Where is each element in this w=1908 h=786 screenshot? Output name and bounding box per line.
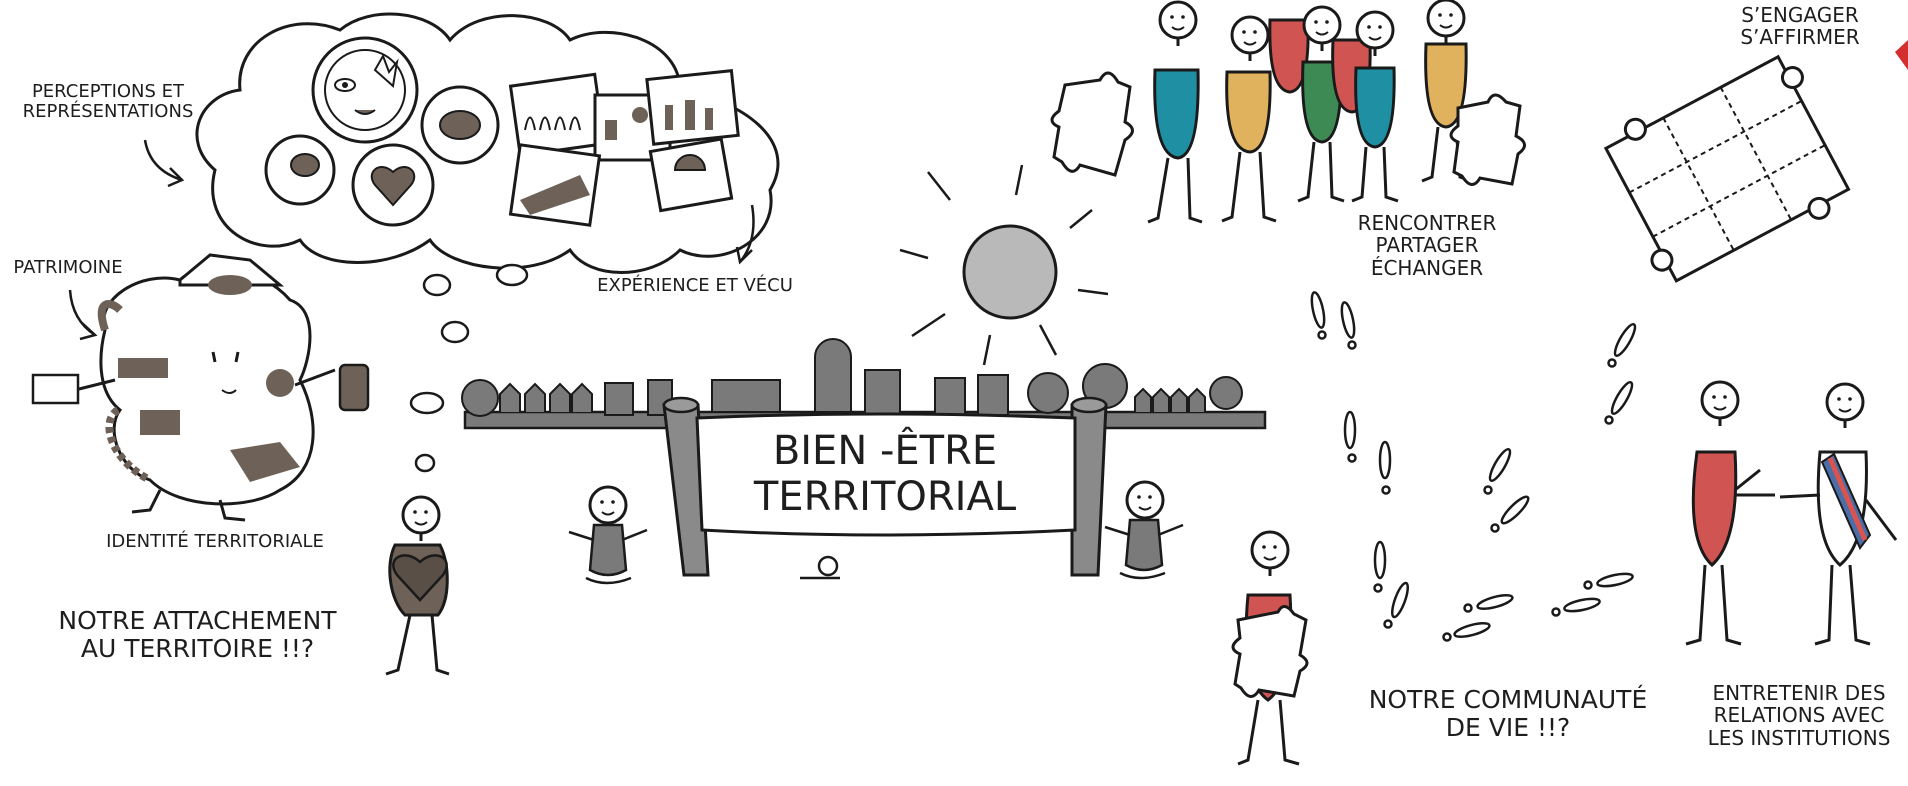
- photo-crowd-icon: [508, 72, 607, 158]
- person-teal-2: [1351, 10, 1399, 203]
- puzzle-piece-right-icon: [1449, 93, 1526, 186]
- label-perceptions: PERCEPTIONS ET REPRÉSENTATIONS: [22, 81, 194, 123]
- photo-fields-icon: [508, 143, 602, 227]
- thought-cloud: [195, 12, 780, 274]
- group-of-people: [1050, 0, 1526, 224]
- sitting-person-left: [568, 485, 648, 585]
- banner-pole-right: [1070, 396, 1108, 577]
- person-ochre-1: [1221, 15, 1277, 223]
- territory-blob-character: [31, 253, 370, 522]
- gear-brain-icon: [420, 85, 500, 165]
- gear-stone-icon: [264, 134, 336, 206]
- person-with-sash: [1779, 382, 1898, 646]
- photo-stroller-icon: [648, 137, 734, 213]
- label-communaute: NOTRE COMMUNAUTÉ DE VIE !!?: [1368, 685, 1648, 742]
- arrow-perceptions: [143, 139, 185, 188]
- corner-accent: [1895, 40, 1908, 70]
- label-experience: EXPÉRIENCE ET VÉCU: [597, 275, 793, 296]
- person-red-handshake: [1685, 380, 1775, 646]
- assembled-puzzle-icon: [1603, 54, 1851, 283]
- gear-perception-icon: [311, 36, 419, 144]
- gear-heart-icon: [351, 143, 435, 227]
- person-with-heart: [385, 495, 450, 676]
- label-attachement: NOTRE ATTACHEMENT AU TERRITOIRE !!?: [58, 606, 337, 663]
- snail-icon: [800, 555, 840, 580]
- banner-cloth: [695, 412, 1077, 537]
- arrow-experience: [735, 204, 755, 265]
- label-identite: IDENTITÉ TERRITORIALE: [106, 531, 324, 552]
- label-rencontrer: RENCONTRER PARTAGER ÉCHANGER: [1357, 211, 1497, 280]
- banner-title: BIEN -ÊTRE TERRITORIAL: [753, 428, 1017, 520]
- puzzle-piece-left-icon: [1050, 71, 1134, 177]
- person-teal: [1147, 0, 1203, 224]
- person-red-1: [1268, 18, 1310, 94]
- thought-trail: [409, 263, 529, 473]
- sun-icon: [899, 164, 1109, 366]
- label-relations: ENTRETENIR DES RELATIONS AVEC LES INSTIT…: [1707, 681, 1891, 750]
- label-engager: S’ENGAGER S’AFFIRMER: [1740, 3, 1860, 50]
- label-patrimoine: PATRIMOINE: [13, 257, 123, 278]
- sitting-person-right: [1104, 480, 1184, 580]
- exclamation-marks: [1310, 291, 1637, 642]
- person-with-puzzle-piece: [1231, 530, 1309, 766]
- arrow-patrimoine: [68, 289, 98, 341]
- photo-town-icon: [645, 69, 740, 146]
